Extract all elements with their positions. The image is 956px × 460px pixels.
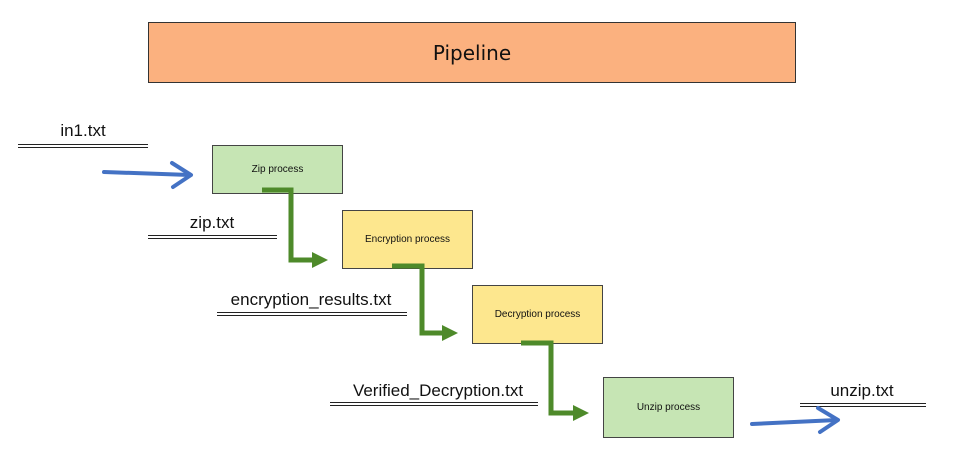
- decryption-file-underline: [330, 402, 538, 403]
- decryption-file-label: Verified_Decryption.txt: [352, 381, 524, 400]
- zip-to-encryption-arrowhead: [312, 252, 328, 268]
- input-file-underline: [18, 144, 148, 145]
- encryption-process-box: Encryption process: [342, 210, 473, 269]
- decryption-file-underline-2: [330, 405, 538, 406]
- output-arrow: [750, 406, 840, 434]
- encryption-to-decryption-connector: [392, 263, 445, 336]
- encryption-file-underline: [217, 312, 407, 313]
- encryption-file-underline-2: [217, 315, 407, 316]
- zip-file-underline-2: [148, 238, 277, 239]
- zip-process-box: Zip process: [212, 145, 343, 194]
- encryption-to-decryption-arrowhead: [442, 325, 458, 341]
- output-file-underline-2: [800, 406, 926, 407]
- input-arrow: [102, 161, 193, 189]
- pipeline-title: Pipeline: [148, 22, 796, 83]
- encryption-file-label: encryption_results.txt: [230, 290, 392, 309]
- unzip-process-box: Unzip process: [603, 377, 734, 438]
- zip-file-label: zip.txt: [189, 213, 235, 232]
- decryption-to-unzip-arrowhead: [573, 405, 589, 421]
- decryption-process-box: Decryption process: [472, 285, 603, 344]
- zip-file-underline: [148, 235, 277, 236]
- output-file-label: unzip.txt: [830, 381, 894, 400]
- input-file-label: in1.txt: [60, 121, 106, 140]
- output-file-underline: [800, 403, 926, 404]
- decryption-to-unzip-connector: [521, 340, 576, 416]
- input-file-underline-2: [18, 147, 148, 148]
- zip-to-encryption-connector: [262, 187, 315, 263]
